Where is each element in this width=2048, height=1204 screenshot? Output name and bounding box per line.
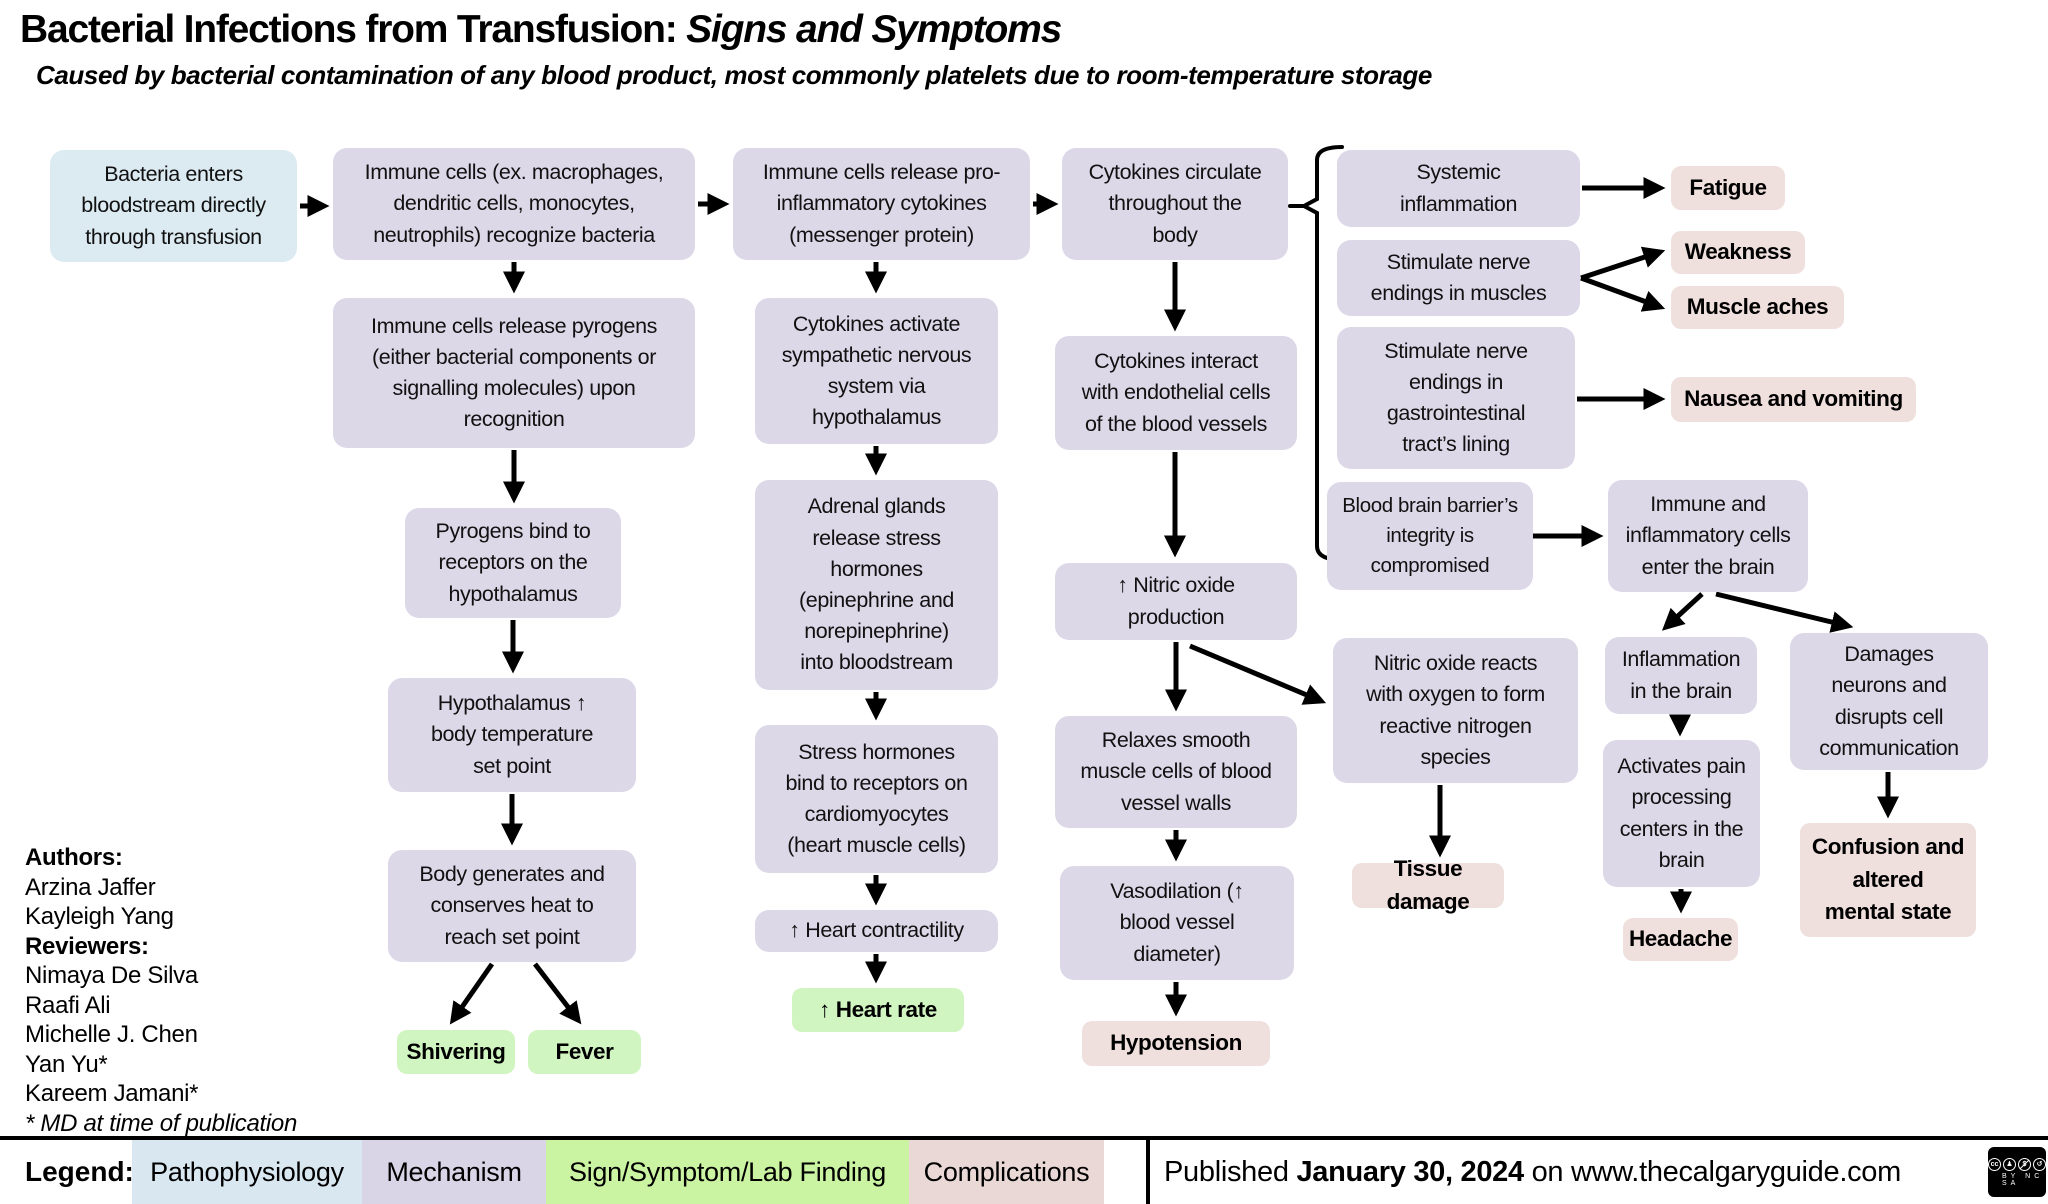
cc-by-icon: ♟ (2003, 1157, 2016, 1171)
node-pain-centers: Activates pain processing centers in the… (1603, 740, 1760, 887)
reviewer-name: Yan Yu* (25, 1050, 108, 1078)
node-no-reacts-oxygen: Nitric oxide reacts with oxygen to form … (1333, 638, 1578, 783)
cc-icon: cc (1988, 1157, 2001, 1171)
published-site: on www.thecalgaryguide.com (1523, 1155, 1902, 1188)
published-prefix: Published (1164, 1155, 1297, 1188)
node-immune-recognize: Immune cells (ex. macrophages, dendritic… (333, 148, 695, 260)
legend-item-sign-symptom: Sign/Symptom/Lab Finding (546, 1140, 909, 1204)
published-date: January 30, 2024 (1296, 1155, 1524, 1188)
node-cytokines-endothelial: Cytokines interact with endothelial cell… (1055, 336, 1297, 450)
credits-block: Authors: Arzina Jaffer Kayleigh Yang Rev… (25, 843, 297, 1138)
reviewer-name: Kareem Jamani* (25, 1080, 199, 1107)
node-cytokines-sns: Cytokines activate sympathetic nervous s… (755, 298, 998, 444)
node-tissue-damage: Tissue damage (1352, 856, 1504, 914)
footer-divider (1146, 1140, 1150, 1204)
reviewers-heading: Reviewers: (25, 932, 149, 960)
node-adrenal-glands: Adrenal glands release stress hormones (… (755, 480, 998, 690)
author-name: Kayleigh Yang (25, 903, 174, 930)
authors-heading: Authors: (25, 844, 123, 871)
legend-item-pathophysiology: Pathophysiology (132, 1140, 362, 1204)
node-hypotension: Hypotension (1082, 1021, 1270, 1066)
cc-license-badge: cc ♟ $ ↺ BY NC SA (1988, 1147, 2046, 1197)
node-nerve-endings-muscles: Stimulate nerve endings in muscles (1337, 240, 1580, 316)
reviewer-name: Nimaya De Silva (25, 962, 198, 989)
node-fatigue: Fatigue (1671, 166, 1785, 210)
page-title: Bacterial Infections from Transfusion: S… (20, 8, 1062, 52)
node-bbb-compromised: Blood brain barrier’s integrity is compr… (1327, 482, 1533, 590)
node-relaxes-smooth-muscle: Relaxes smooth muscle cells of blood ves… (1055, 716, 1297, 828)
node-cytokines-circulate: Cytokines circulate throughout the body (1062, 148, 1288, 260)
node-shivering: Shivering (397, 1030, 515, 1074)
cc-license-labels: BY NC SA (2002, 1172, 2044, 1187)
node-confusion: Confusion and altered mental state (1800, 823, 1976, 937)
node-systemic-inflammation: Systemic inflammation (1337, 150, 1580, 227)
node-release-cytokines: Immune cells release pro- inflammatory c… (733, 148, 1030, 260)
arrow-group (300, 176, 1900, 1025)
cc-nc-icon: $ (2018, 1157, 2031, 1171)
node-fever: Fever (528, 1030, 641, 1074)
cc-sa-icon: ↺ (2033, 1157, 2046, 1171)
published-info: Published January 30, 2024 on www.thecal… (1164, 1140, 1901, 1204)
footer-bar: Legend: Pathophysiology Mechanism Sign/S… (0, 1136, 2048, 1204)
node-bacteria-enters: Bacteria enters bloodstream directly thr… (50, 150, 297, 262)
node-pyrogens-bind: Pyrogens bind to receptors on the hypoth… (405, 508, 621, 618)
page-subtitle: Caused by bacterial contamination of any… (36, 60, 1432, 90)
node-hypothalamus-set-point: Hypothalamus ↑ body temperature set poin… (388, 678, 636, 792)
node-headache: Headache (1623, 918, 1738, 961)
reviewer-name: Michelle J. Chen (25, 1021, 198, 1048)
title-main: Bacterial Infections from Transfusion: (20, 8, 687, 51)
node-damages-neurons: Damages neurons and disrupts cell commun… (1790, 633, 1988, 770)
legend-label: Legend: (25, 1156, 134, 1187)
node-weakness: Weakness (1671, 231, 1805, 274)
node-heart-rate: ↑ Heart rate (792, 988, 964, 1032)
title-emphasis: Signs and Symptoms (686, 8, 1062, 51)
author-name: Arzina Jaffer (25, 873, 156, 901)
node-nitric-oxide-production: ↑ Nitric oxide production (1055, 563, 1297, 640)
legend-item-mechanism: Mechanism (362, 1140, 546, 1204)
node-release-pyrogens: Immune cells release pyrogens (either ba… (333, 298, 695, 448)
node-nerve-endings-gi: Stimulate nerve endings in gastrointesti… (1337, 327, 1575, 469)
node-heart-contractility: ↑ Heart contractility (755, 910, 998, 952)
node-body-heat: Body generates and conserves heat to rea… (388, 850, 636, 962)
node-stress-hormones-bind: Stress hormones bind to receptors on car… (755, 725, 998, 873)
node-immune-enter-brain: Immune and inflammatory cells enter the … (1608, 480, 1808, 592)
node-muscle-aches: Muscle aches (1671, 286, 1844, 329)
cc-icon-row: cc ♟ $ ↺ (1988, 1157, 2046, 1171)
legend-item-complications: Complications (909, 1140, 1104, 1204)
reviewer-name: Raafi Ali (25, 991, 111, 1019)
credits-footnote: * MD at time of publication (25, 1109, 298, 1137)
node-vasodilation: Vasodilation (↑ blood vessel diameter) (1060, 866, 1294, 980)
node-inflammation-brain: Inflammation in the brain (1605, 637, 1757, 714)
node-nausea-vomiting: Nausea and vomiting (1671, 377, 1916, 422)
